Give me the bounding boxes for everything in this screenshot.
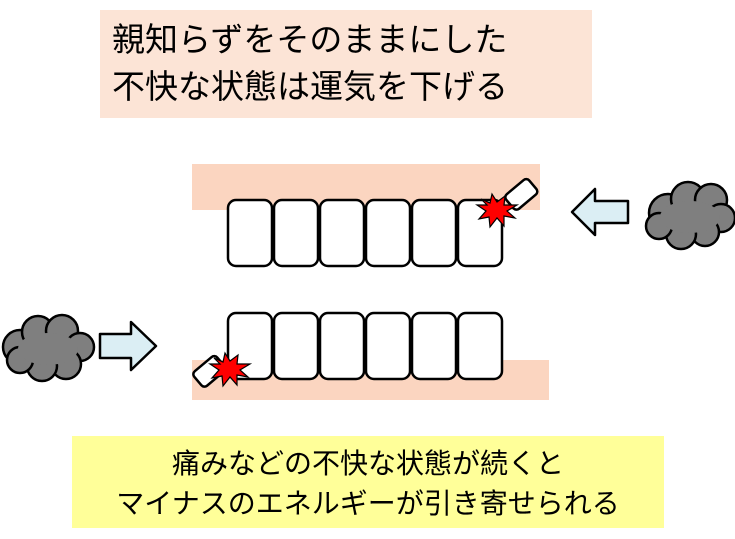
impact-burst-icon	[208, 351, 253, 388]
bottom-caption-box: 痛みなどの不快な状態が続くと マイナスのエネルギーが引き寄せられる	[72, 436, 664, 528]
arrow-left-icon	[570, 187, 630, 237]
lower-tooth-2	[272, 311, 320, 381]
top-caption-line-1: 親知らずをそのままにした	[112, 20, 508, 59]
upper-tooth-4	[364, 198, 412, 268]
upper-tooth-2	[272, 198, 320, 268]
lower-tooth-3	[318, 311, 366, 381]
lower-tooth-1	[226, 311, 274, 381]
upper-teeth	[226, 198, 504, 268]
lower-tooth-4	[364, 311, 412, 381]
lower-teeth	[226, 311, 504, 381]
storm-cloud-icon	[1, 313, 96, 383]
arrow-right-icon	[98, 320, 158, 372]
bottom-caption-line-2: マイナスのエネルギーが引き寄せられる	[116, 487, 620, 520]
lower-tooth-6	[456, 311, 504, 381]
lower-tooth-5	[410, 311, 458, 381]
upper-tooth-1	[226, 198, 274, 268]
impact-burst-icon	[475, 192, 520, 229]
lower-jaw	[192, 311, 549, 400]
upper-jaw	[192, 164, 540, 268]
upper-wisdom-tooth	[504, 177, 539, 211]
upper-tooth-3	[318, 198, 366, 268]
upper-tooth-5	[410, 198, 458, 268]
bottom-caption-line-1: 痛みなどの不快な状態が続くと	[171, 447, 564, 480]
top-caption-box: 親知らずをそのままにした 不快な状態は運気を下げる	[100, 10, 592, 118]
top-caption-line-2: 不快な状態は運気を下げる	[112, 67, 508, 106]
storm-cloud-icon	[644, 180, 735, 251]
